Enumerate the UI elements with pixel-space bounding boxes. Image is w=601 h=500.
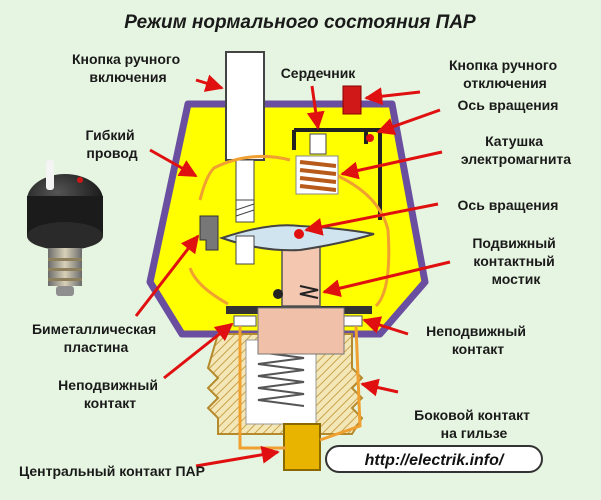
- housing: [146, 100, 429, 338]
- arrows: [134, 74, 451, 468]
- axis-mid: [294, 229, 304, 239]
- label-button-on: Кнопка ручного включения: [72, 51, 184, 85]
- page-title: Режим нормального состояния ПАР: [124, 12, 476, 33]
- label-axis-mid: Ось вращения: [458, 197, 559, 213]
- fixed-contact-left: [233, 315, 257, 327]
- button-off: [342, 85, 362, 115]
- bimetal-bracket: [199, 215, 219, 251]
- label-fixed-contact-left: Неподвижный контакт: [58, 377, 162, 411]
- url-badge[interactable]: http://electrik.info/: [325, 445, 543, 473]
- label-flex-wire: Гибкий провод: [86, 127, 139, 161]
- device-photo: [27, 160, 103, 296]
- label-central-contact: Центральный контакт ПАР: [19, 463, 205, 479]
- label-coil: Катушка электромагнита: [461, 133, 571, 167]
- button-on: [225, 51, 265, 161]
- label-bimetal: Биметаллическая пластина: [32, 321, 160, 355]
- label-button-off: Кнопка ручного отключения: [449, 57, 561, 91]
- coil: [295, 155, 339, 195]
- central-contact: [283, 423, 321, 471]
- axis-top: [366, 134, 374, 142]
- spring: [257, 351, 305, 407]
- url-text[interactable]: http://electrik.info/: [365, 452, 505, 469]
- label-bridge: Подвижный контактный мостик: [472, 235, 559, 287]
- label-axis-top: Ось вращения: [458, 97, 559, 113]
- core: [309, 133, 327, 155]
- label-core: Сердечник: [281, 65, 357, 81]
- label-side-contact: Боковой контакт на гильзе: [414, 407, 534, 441]
- label-fixed-contact-right: Неподвижный контакт: [426, 323, 530, 357]
